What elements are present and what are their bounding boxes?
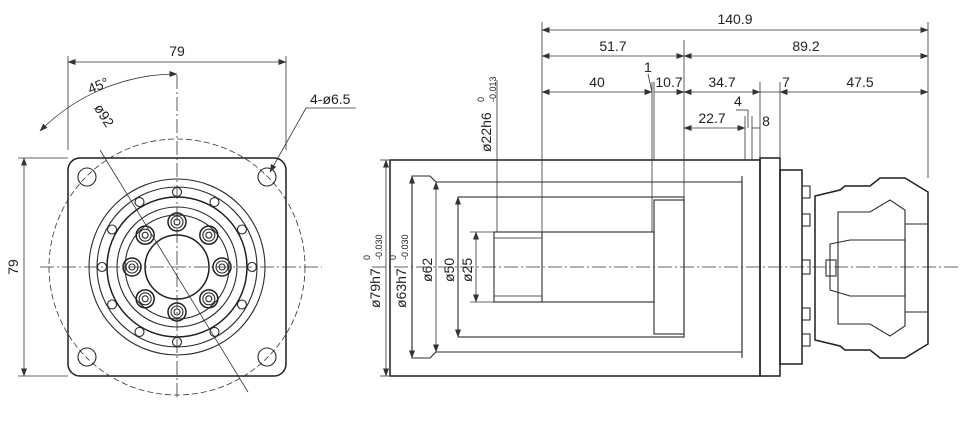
outer-ring-hole — [134, 326, 145, 338]
dim-length-34-7: 34.7 — [708, 74, 735, 90]
dim-length-4: 4 — [734, 93, 742, 109]
dim-pcd: ø92 — [91, 101, 117, 130]
dim-length-8: 8 — [762, 113, 770, 129]
dim-dia-62: ø62 — [419, 258, 435, 282]
outer-ring-hole — [106, 224, 118, 235]
dim-dia-79-tol-top: 0 — [362, 255, 372, 260]
dim-shaft-tol-bottom: -0.013 — [488, 76, 498, 102]
dim-length-7: 7 — [782, 74, 790, 90]
dim-front-height: 79 — [5, 259, 21, 275]
outer-ring-hole — [236, 224, 248, 235]
flange-bolts — [801, 185, 811, 347]
dim-length-47-5: 47.5 — [846, 74, 873, 90]
dim-dia-63: ø63h7 — [393, 268, 409, 308]
dim-dia-79-tol-bottom: -0.030 — [374, 234, 384, 260]
outer-ring-hole — [236, 299, 248, 310]
front-diagonal — [99, 149, 249, 393]
dim-holes: 4-ø6.5 — [310, 91, 351, 107]
dim-dia-63-tol-top: 0 — [388, 255, 398, 260]
dim-shaft-tol-top: 0 — [476, 97, 486, 102]
inner-bolt — [199, 225, 219, 245]
inner-bolt — [135, 225, 155, 245]
dim-shaft-length: 40 — [589, 74, 605, 90]
dim-dia-79: ø79h7 — [367, 268, 383, 308]
dim-front-width: 79 — [169, 43, 185, 59]
dim-shaft-dia: ø22h6 — [478, 112, 494, 152]
side-view: 140.9 51.7 89.2 40 1 10.7 34.7 7 47.5 22… — [362, 11, 958, 377]
corner-holes — [77, 167, 277, 367]
holes-leader — [269, 107, 307, 173]
dim-length-22-7: 22.7 — [698, 110, 725, 126]
dim-angle: 45° — [85, 74, 111, 97]
angle-arc — [39, 71, 178, 132]
dim-segment-b: 89.2 — [792, 38, 819, 54]
dim-gap-10-7: 10.7 — [655, 74, 682, 90]
dim-dia-63-tol-bottom: -0.030 — [400, 234, 410, 260]
motor-adapter — [814, 177, 929, 359]
dim-dia-50: ø50 — [441, 258, 457, 282]
outer-ring-hole — [106, 299, 118, 310]
inner-bolt — [199, 289, 219, 309]
dim-dia-25: ø25 — [459, 258, 475, 282]
dim-gap-1: 1 — [644, 59, 652, 75]
inner-bolt — [135, 289, 155, 309]
outer-ring-hole — [209, 326, 220, 338]
outer-ring-hole — [134, 196, 145, 208]
front-view: 79 79 45° ø92 4-ø6.5 — [5, 43, 356, 400]
dim-total-length: 140.9 — [717, 11, 752, 27]
outer-ring-hole — [209, 196, 220, 208]
dim-segment-a: 51.7 — [599, 38, 626, 54]
